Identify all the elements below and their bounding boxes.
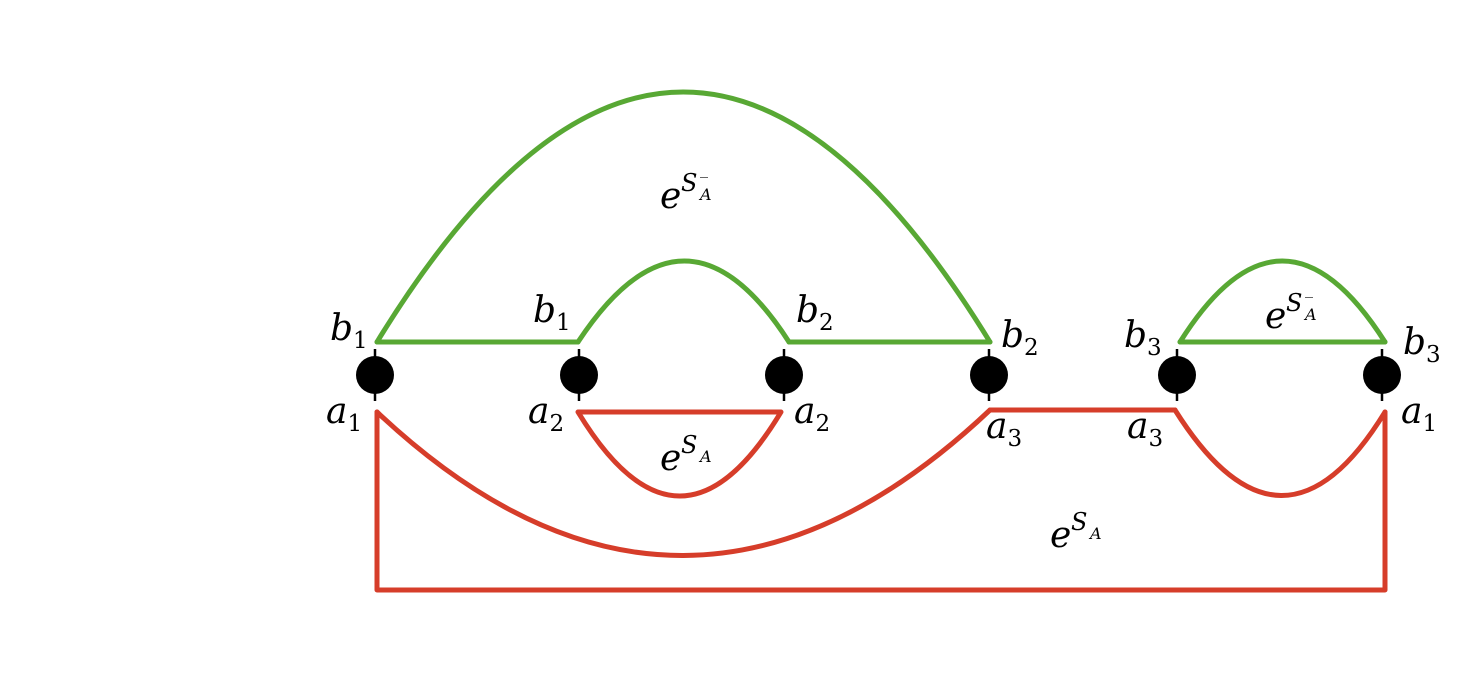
top-label: b2 xyxy=(796,290,834,336)
weight-sub: A xyxy=(1088,524,1102,543)
node-dot xyxy=(356,356,394,394)
node-5 xyxy=(1158,349,1196,401)
top-label: b1 xyxy=(533,290,571,336)
node-dot xyxy=(560,356,598,394)
green-curves xyxy=(374,89,1388,345)
weight-S: S xyxy=(681,169,697,197)
weight-bar: ‾ xyxy=(1305,294,1313,313)
red-a2-loop xyxy=(575,409,784,499)
node-1 xyxy=(356,349,394,401)
top-label: b2 xyxy=(1001,315,1039,361)
weight-S: S xyxy=(1071,508,1087,536)
weight-label: e S A xyxy=(660,431,712,479)
node-dot xyxy=(970,356,1008,394)
node-6 xyxy=(1363,349,1401,401)
bottom-label: a3 xyxy=(986,406,1022,452)
bottom-label: a2 xyxy=(528,391,564,437)
node-dot xyxy=(765,356,803,394)
top-labels: b1 b1 b2 b2 b3 b3 xyxy=(330,290,1441,368)
node-dot xyxy=(1363,356,1401,394)
node-4 xyxy=(970,349,1008,401)
red-outer-bracket xyxy=(374,409,1388,593)
node-2 xyxy=(560,349,598,401)
red-a3-arc xyxy=(1172,407,1388,498)
top-label: b3 xyxy=(1403,322,1441,368)
node-3 xyxy=(765,349,803,401)
red-big-arc xyxy=(374,407,993,558)
bottom-labels: a1 a2 a2 a3 a3 a1 xyxy=(326,391,1437,452)
weight-sub: A xyxy=(698,447,712,466)
weight-e: e xyxy=(660,438,681,479)
weight-bar: ‾ xyxy=(700,174,708,193)
weight-e: e xyxy=(1265,296,1286,337)
weight-label: e S A ‾ xyxy=(1265,289,1317,337)
green-small-arc xyxy=(1177,258,1388,345)
red-curves xyxy=(374,407,1388,593)
top-label: b1 xyxy=(330,308,368,354)
bottom-label: a3 xyxy=(1127,406,1163,452)
weight-S: S xyxy=(681,431,697,459)
green-inner-arc xyxy=(575,258,792,345)
weight-labels: e S A ‾ e S A ‾ e S A e S A xyxy=(660,169,1317,556)
bottom-label: a1 xyxy=(1401,391,1437,437)
weight-S: S xyxy=(1286,289,1302,317)
weight-e: e xyxy=(1050,515,1071,556)
green-outer-arc xyxy=(374,89,993,345)
bottom-label: a2 xyxy=(794,391,830,437)
node-dot xyxy=(1158,356,1196,394)
weight-label: e S A ‾ xyxy=(660,169,712,217)
bottom-label: a1 xyxy=(326,391,362,437)
nodes xyxy=(356,349,1401,401)
weight-sub: A xyxy=(698,185,712,204)
weight-e: e xyxy=(660,176,681,217)
weight-label: e S A xyxy=(1050,508,1102,556)
weight-sub: A xyxy=(1303,305,1317,324)
top-label: b3 xyxy=(1124,315,1162,361)
